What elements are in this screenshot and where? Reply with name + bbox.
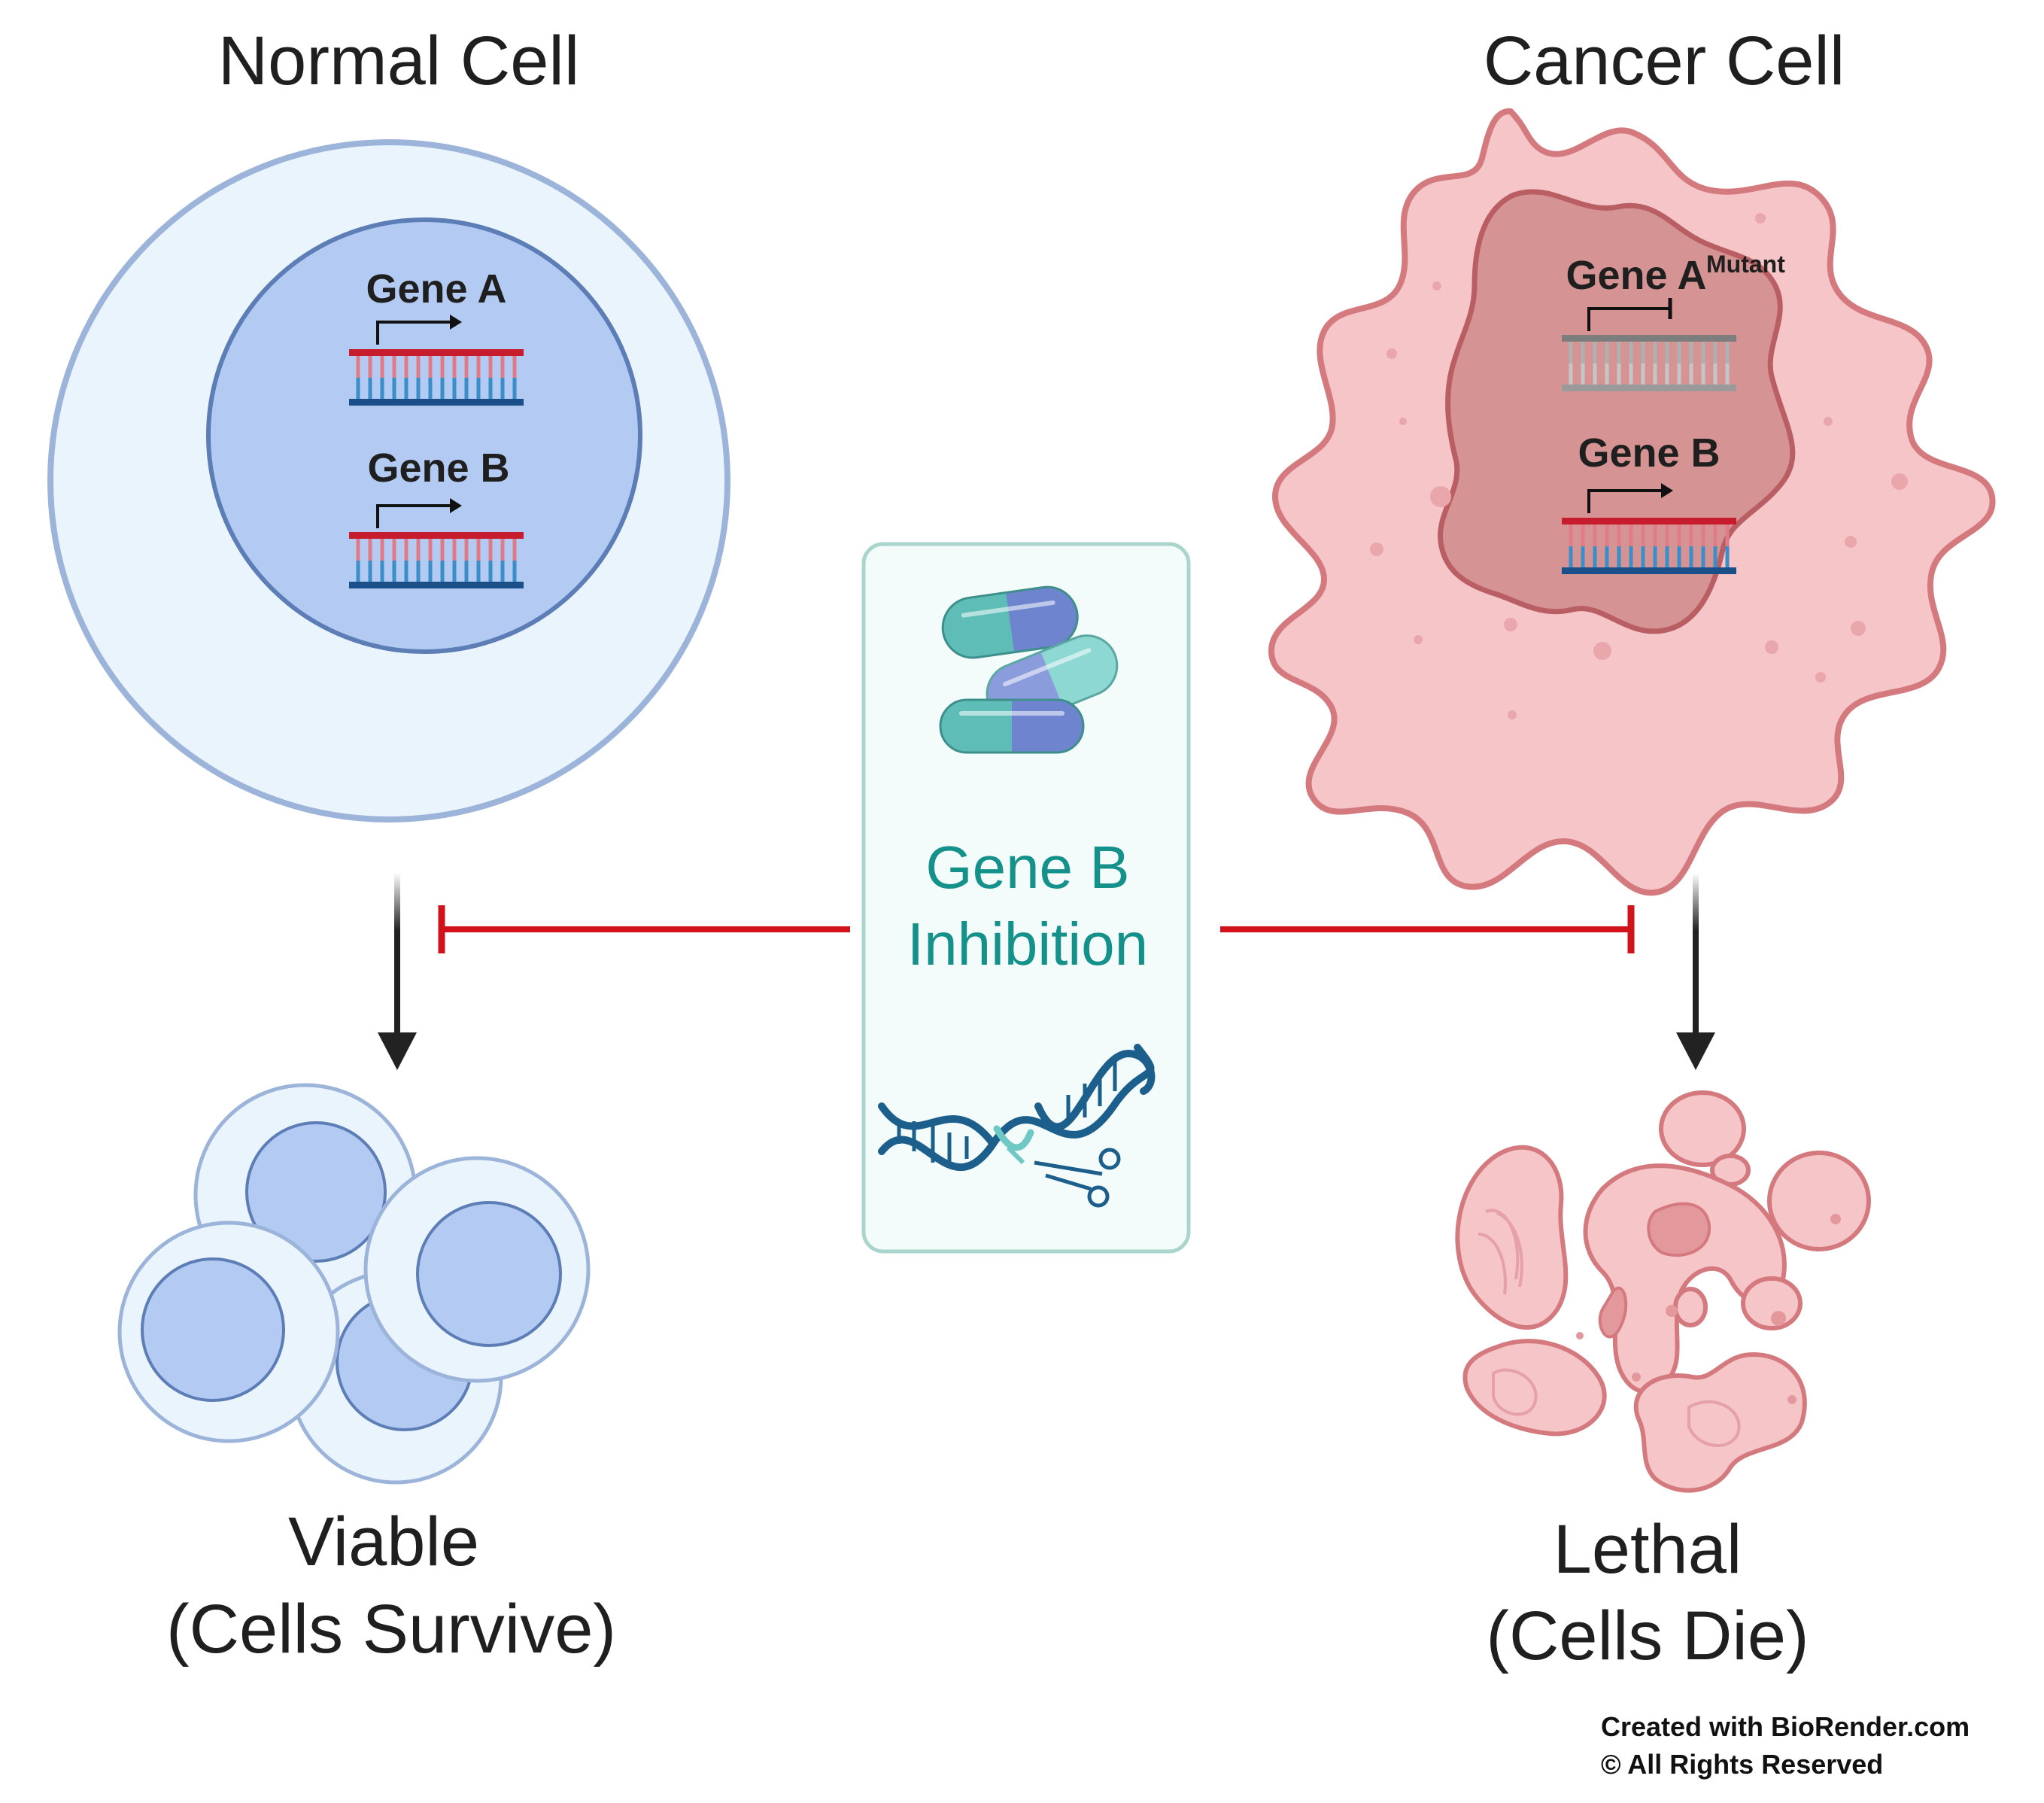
normal-gene-a-label: Gene A	[366, 266, 506, 312]
inhibition-line-right	[1220, 905, 1635, 953]
dying-cell-organelles	[1478, 1202, 1741, 1447]
credit-line2: © All Rights Reserved	[1601, 1749, 1884, 1780]
capsule-pills-icon	[939, 585, 1119, 754]
normal-outcome-line1: Viable	[288, 1504, 479, 1580]
cancer-gene-a-silenced-dna-icon	[1562, 335, 1736, 391]
treatment-label-line2: Inhibition	[907, 911, 1148, 978]
normal-cell-title: Normal Cell	[218, 23, 580, 99]
cancer-outcome-line1: Lethal	[1554, 1511, 1742, 1588]
normal-cell-nucleus	[206, 217, 642, 654]
cancer-cytoplasm-granules	[1370, 213, 1908, 719]
dying-cell-fragments-icon	[1455, 1090, 1871, 1493]
normal-gene-a-promoter-arrow-icon	[376, 315, 462, 345]
normal-gene-b-label: Gene B	[367, 445, 509, 491]
normal-gene-b-promoter-arrow-icon	[376, 498, 462, 528]
cancer-gene-b-label: Gene B	[1578, 430, 1720, 476]
cancer-gene-b-dna-icon	[1562, 518, 1736, 574]
cancer-cell-title: Cancer Cell	[1484, 23, 1845, 99]
cancer-gene-b-promoter-arrow-icon	[1587, 483, 1673, 513]
normal-gene-a-dna-icon	[349, 349, 524, 406]
normal-outcome-line2: (Cells Survive)	[166, 1591, 616, 1668]
normal-cell: Gene A Gene B	[47, 139, 730, 822]
cancer-gene-a-name: Gene A	[1566, 253, 1706, 298]
healthy-cells-icon	[117, 1083, 591, 1485]
cancer-gene-a-label: Gene A	[1566, 253, 1706, 298]
dna-scissors-icon	[878, 1044, 1156, 1208]
credit-line1: Created with BioRender.com	[1601, 1711, 1970, 1742]
cancer-gene-a-mutant-superscript: Mutant	[1706, 251, 1785, 278]
cancer-outcome-line2: (Cells Die)	[1486, 1598, 1809, 1674]
biorender-credit: Created with BioRender.com © All Rights …	[1601, 1708, 1970, 1783]
gene-b-inhibition-panel: Gene B Inhibition	[861, 542, 1191, 1254]
cancer-outcome-arrow	[1676, 873, 1715, 1070]
cancer-gene-a-blocked-promoter-icon	[1587, 298, 1672, 331]
treatment-label-line1: Gene B	[925, 834, 1129, 901]
cancer-cell: Gene A Mutant Gene B	[1268, 108, 1996, 896]
inhibition-line-left	[438, 905, 850, 953]
dying-cell-granules	[1576, 1214, 1841, 1404]
normal-gene-b-dna-icon	[349, 532, 524, 588]
normal-outcome-arrow	[378, 873, 417, 1070]
